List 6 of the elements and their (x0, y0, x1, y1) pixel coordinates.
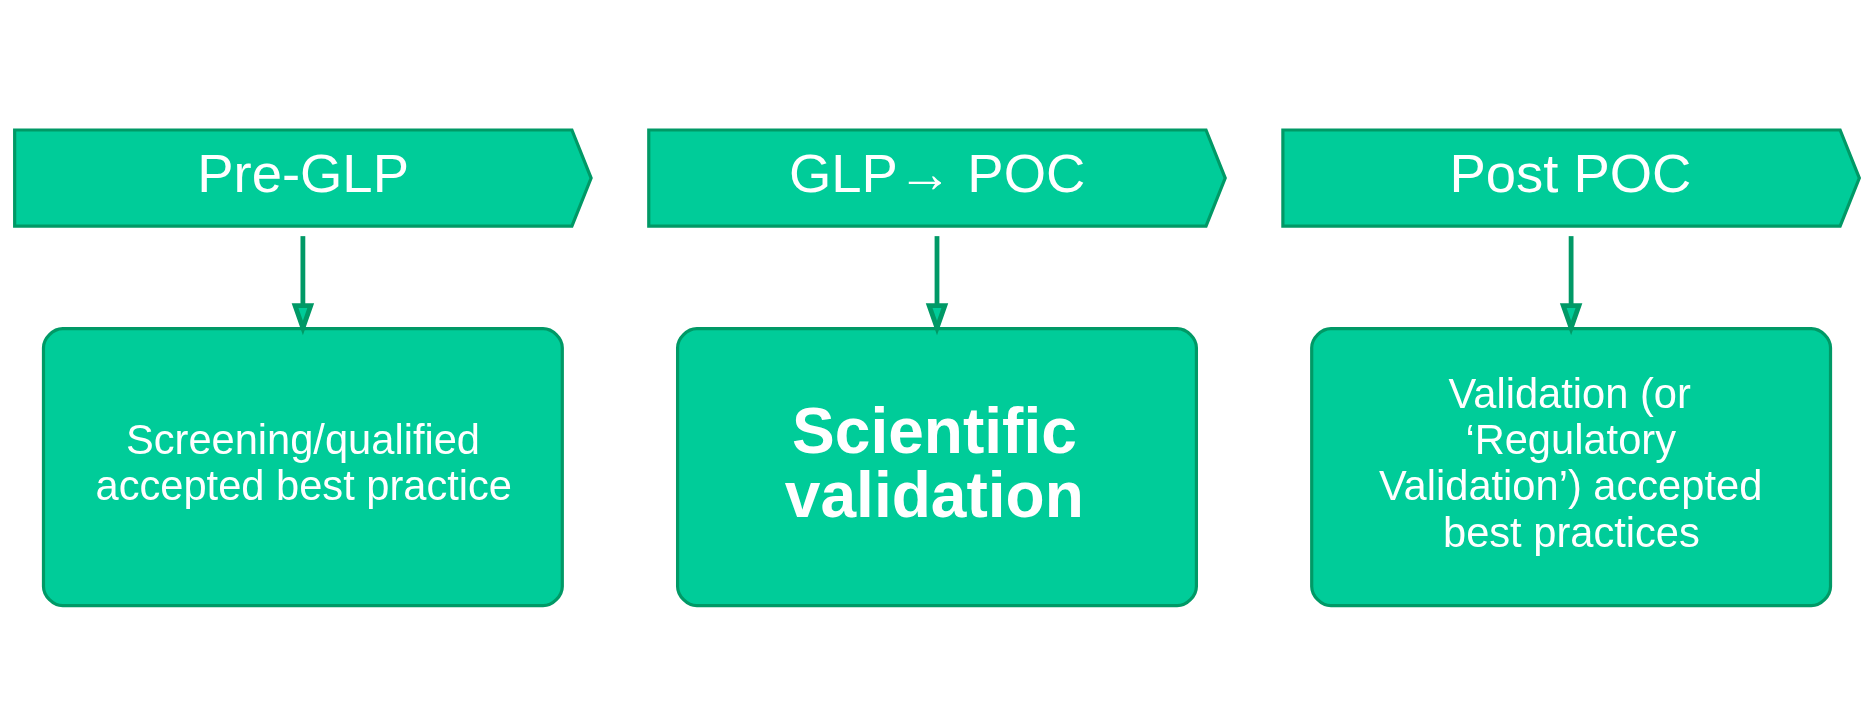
arrow (925, 236, 949, 336)
node-box: Screening/qualified accepted best practice (41, 326, 564, 608)
arrow (291, 236, 315, 336)
node-box: Scientific validation (676, 326, 1198, 608)
node-box: Validation (or ‘Regulatory Validation’) accepted best practices (1310, 326, 1833, 608)
arrow (1559, 236, 1583, 336)
